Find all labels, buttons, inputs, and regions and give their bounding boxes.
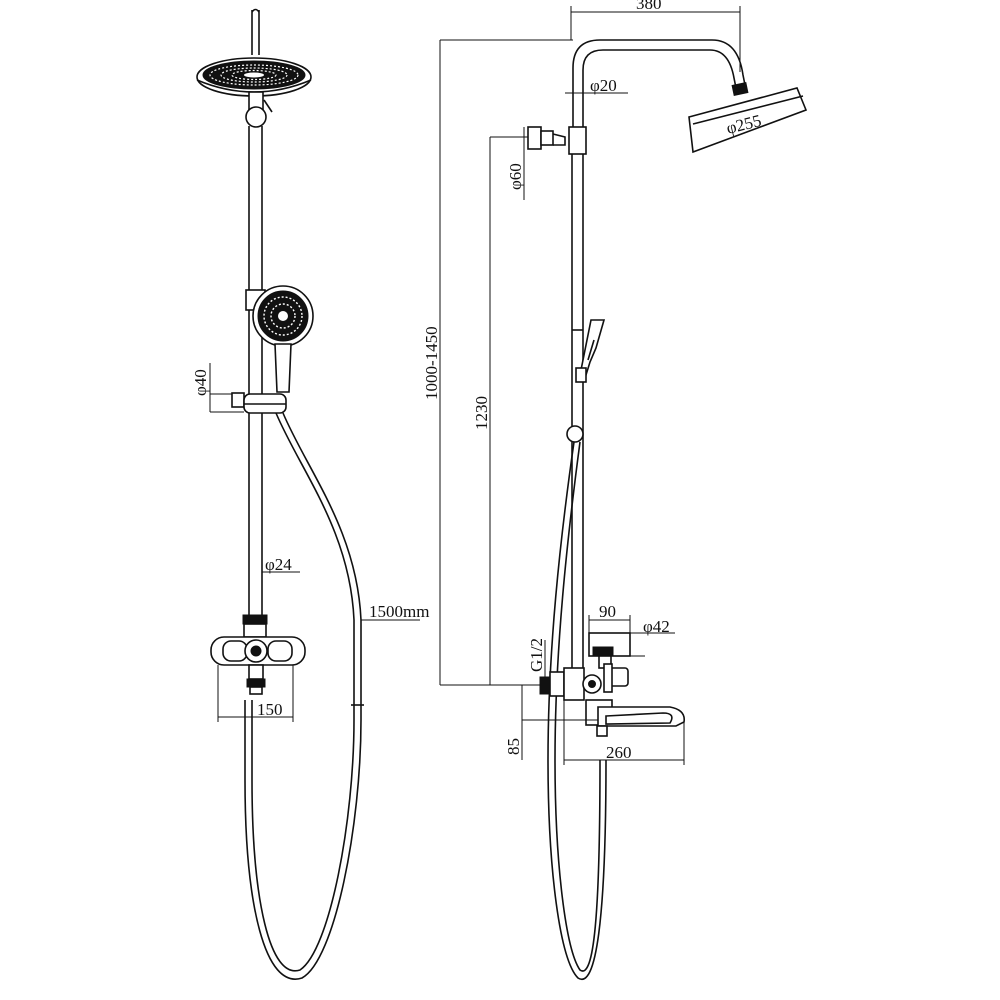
hand-shower-front [252,285,314,393]
wall-bracket-side [527,126,587,155]
rod-top-cap [251,8,260,13]
spout-length-label: 260 [606,743,632,762]
mixer-valve-front [210,614,306,695]
arm-diameter-label: φ20 [590,76,617,95]
front-dimensions [209,363,420,722]
side-view: 380 φ20 φ255 φ60 1000-1450 1230 90 φ42 G… [422,0,808,981]
rod-diameter-label: φ24 [265,555,292,574]
handle-diameter-label: φ42 [643,617,670,636]
overhead-shower-head-side [688,82,808,154]
hose-length-label: 1500mm [369,602,429,621]
inlet-depth-label: 85 [504,738,523,755]
shower-hose-inner [244,412,362,980]
height-fixed-label: 1230 [472,396,491,430]
bracket-clip [263,99,273,113]
holder-diameter-label: φ40 [191,369,210,396]
arm-reach-label: 380 [636,0,662,13]
inlet-thread-label: G1/2 [527,638,546,672]
head-bracket-front [245,106,267,128]
overhead-shower-head-front [196,57,312,97]
slider-holder-front [231,392,287,414]
bracket-diameter-label: φ60 [506,163,525,190]
spout-offset-label: 90 [599,602,616,621]
side-hose-inner [554,441,601,972]
overhead-arm-inner [582,49,737,130]
hand-shower-side [566,319,606,443]
front-view: φ24 φ40 1500mm 150 [191,8,429,980]
mixer-width-label: 150 [257,700,283,719]
height-range-label: 1000-1450 [422,326,441,400]
mixer-valve-side [539,632,686,737]
side-hose-outer [547,441,607,981]
shower-hose-outer [251,412,355,972]
side-dimensions [439,6,741,765]
